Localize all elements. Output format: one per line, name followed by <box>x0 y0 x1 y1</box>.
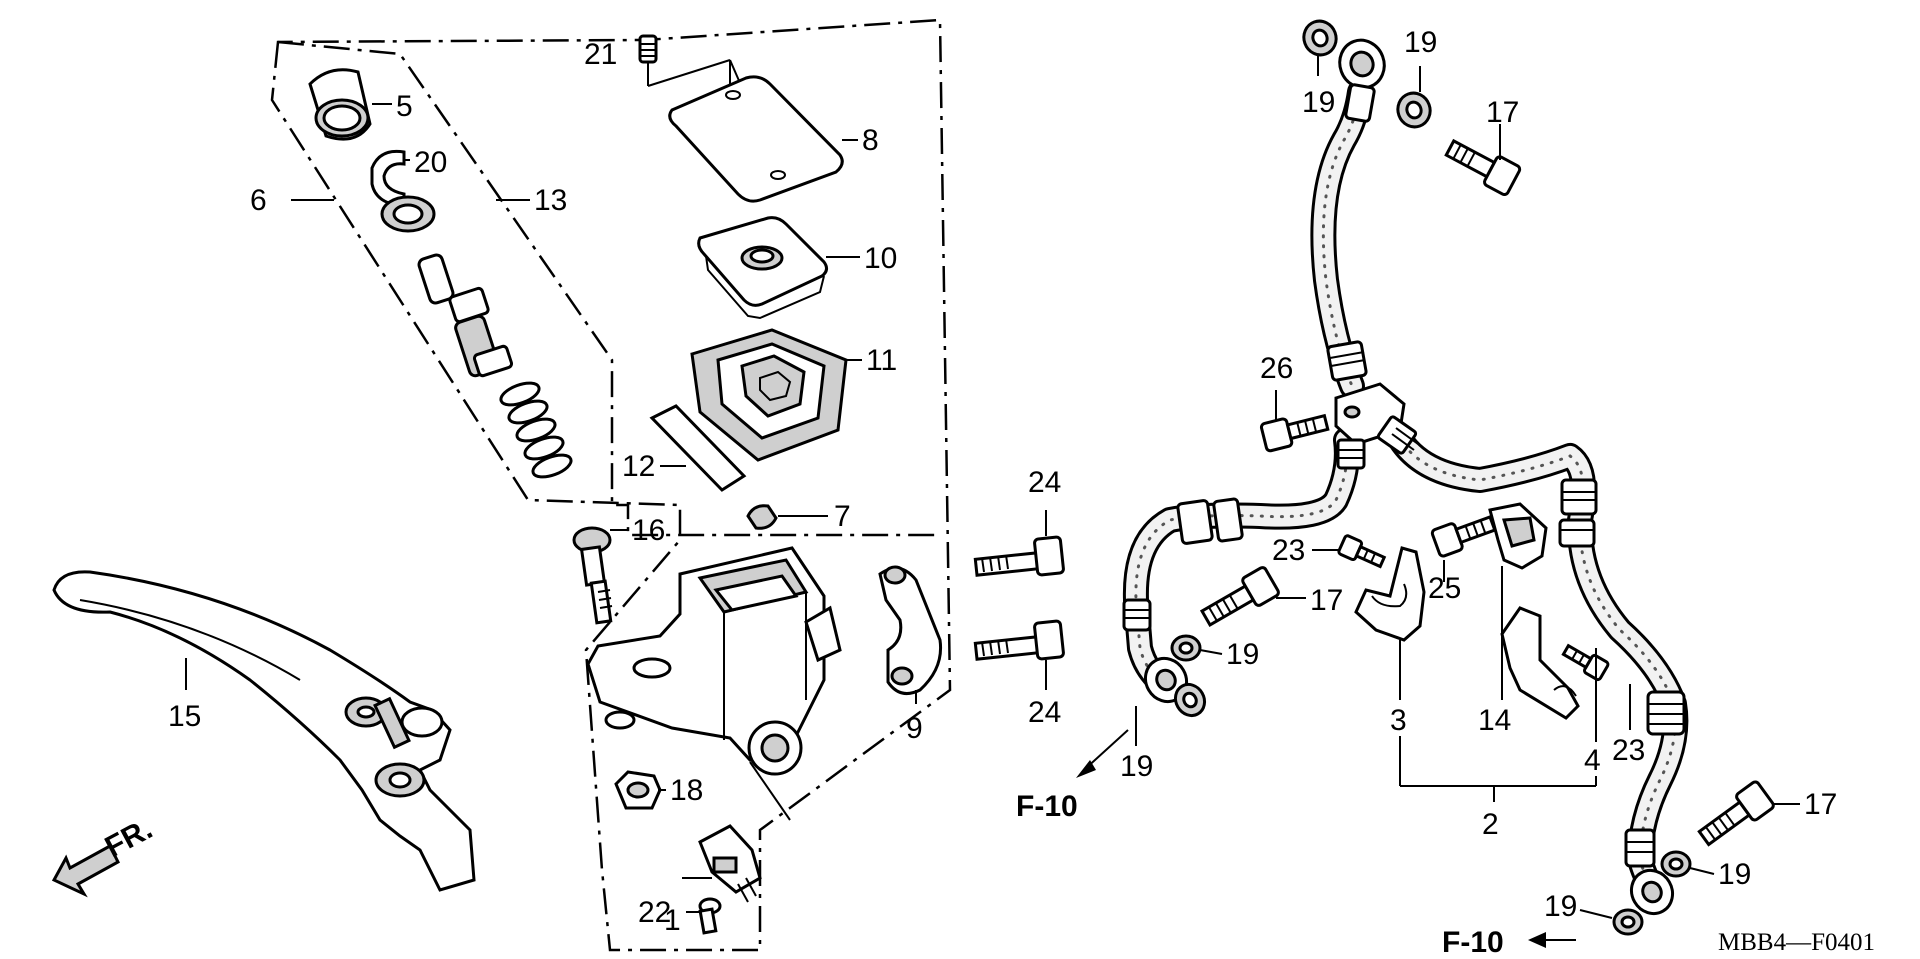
part-14-clip <box>1488 502 1548 700</box>
upper-banjo-fitting <box>1338 38 1386 123</box>
part-11-diaphragm <box>690 328 862 462</box>
callout-21: 21 <box>584 38 617 71</box>
part-3-clamp <box>1354 546 1596 787</box>
mounting-bolts-24 <box>973 510 1065 690</box>
callout-11: 11 <box>866 344 897 377</box>
reference-arrow-left <box>1076 729 1129 778</box>
part-24-bolt-lower <box>973 619 1065 690</box>
master-cylinder-body <box>586 546 842 821</box>
callout-1: 1 <box>664 904 681 937</box>
part-5-boot <box>308 68 392 141</box>
callout-16: 16 <box>632 514 665 547</box>
callout-13: 13 <box>534 184 567 217</box>
callout-labels: 1 2 3 4 5 6 7 8 9 10 11 12 13 14 15 16 1… <box>100 26 1875 959</box>
callout-18: 18 <box>670 774 703 807</box>
spring <box>499 381 573 479</box>
part-18-nut <box>614 770 666 810</box>
reference-f10-left: F-10 <box>1016 790 1078 823</box>
callout-19-bottom: 19 <box>1544 890 1577 923</box>
callout-24-bottom: 24 <box>1028 696 1061 729</box>
callout-23-right: 23 <box>1612 734 1645 767</box>
lower-right-banjo <box>1629 868 1675 916</box>
part-23-bolts <box>1312 534 1631 730</box>
part-1-brake-switch <box>682 824 762 903</box>
callout-22: 22 <box>638 896 671 929</box>
callout-19-lower-right: 19 <box>1718 858 1751 891</box>
part-16-pivot-bolt <box>572 526 628 625</box>
callout-25: 25 <box>1428 572 1461 605</box>
group-outline-main <box>270 18 952 952</box>
part-26-bolt <box>1259 390 1330 453</box>
part-22-screw <box>686 897 722 935</box>
group-outline-13 <box>277 40 940 537</box>
part-19-washers <box>1135 19 1715 936</box>
callout-19-top-right: 19 <box>1404 26 1437 59</box>
callout-15: 15 <box>168 700 201 733</box>
callout-24-top: 24 <box>1028 466 1061 499</box>
callout-19-lower-left: 19 <box>1120 750 1153 783</box>
callout-20: 20 <box>414 146 447 179</box>
part-17-bolts <box>1199 124 1800 847</box>
callout-12: 12 <box>622 450 655 483</box>
part-24-bolt-upper <box>973 510 1065 577</box>
master-cylinder-assembly <box>51 18 952 952</box>
callout-5: 5 <box>396 90 413 123</box>
brake-hose-assembly <box>1076 19 1800 948</box>
part-6-seal <box>291 195 436 233</box>
part-7-cap <box>746 504 828 530</box>
three-way-joint <box>1334 382 1419 470</box>
reference-arrow-right <box>1528 932 1576 948</box>
callout-14: 14 <box>1478 704 1511 737</box>
callout-2: 2 <box>1482 808 1499 841</box>
part-15-brake-lever <box>52 570 476 892</box>
callout-10: 10 <box>864 242 897 275</box>
callout-26: 26 <box>1260 352 1293 385</box>
part-4-bracket <box>1500 606 1597 786</box>
callout-3: 3 <box>1390 704 1407 737</box>
callout-17-mid: 17 <box>1310 584 1343 617</box>
callout-19-mid: 19 <box>1226 638 1259 671</box>
callout-7: 7 <box>834 500 851 533</box>
callout-19-top-left: 19 <box>1302 86 1335 119</box>
front-direction-arrow <box>51 843 120 898</box>
part-10-diaphragm-plate <box>697 216 860 320</box>
reference-f10-right: F-10 <box>1442 926 1504 959</box>
callout-8: 8 <box>862 124 879 157</box>
part-25-bolt <box>1430 514 1497 582</box>
callout-17-top: 17 <box>1486 96 1519 129</box>
callout-17-right: 17 <box>1804 788 1837 821</box>
diagram-code: MBB4—F0401 <box>1718 929 1875 956</box>
piston <box>417 253 514 378</box>
part-12-plate <box>649 404 747 492</box>
callout-6: 6 <box>250 184 267 217</box>
callout-4: 4 <box>1584 744 1601 777</box>
callout-9: 9 <box>906 712 923 745</box>
part-9-holder <box>878 565 943 704</box>
part-8-reservoir-cap <box>668 75 858 203</box>
callout-23-left: 23 <box>1272 534 1305 567</box>
